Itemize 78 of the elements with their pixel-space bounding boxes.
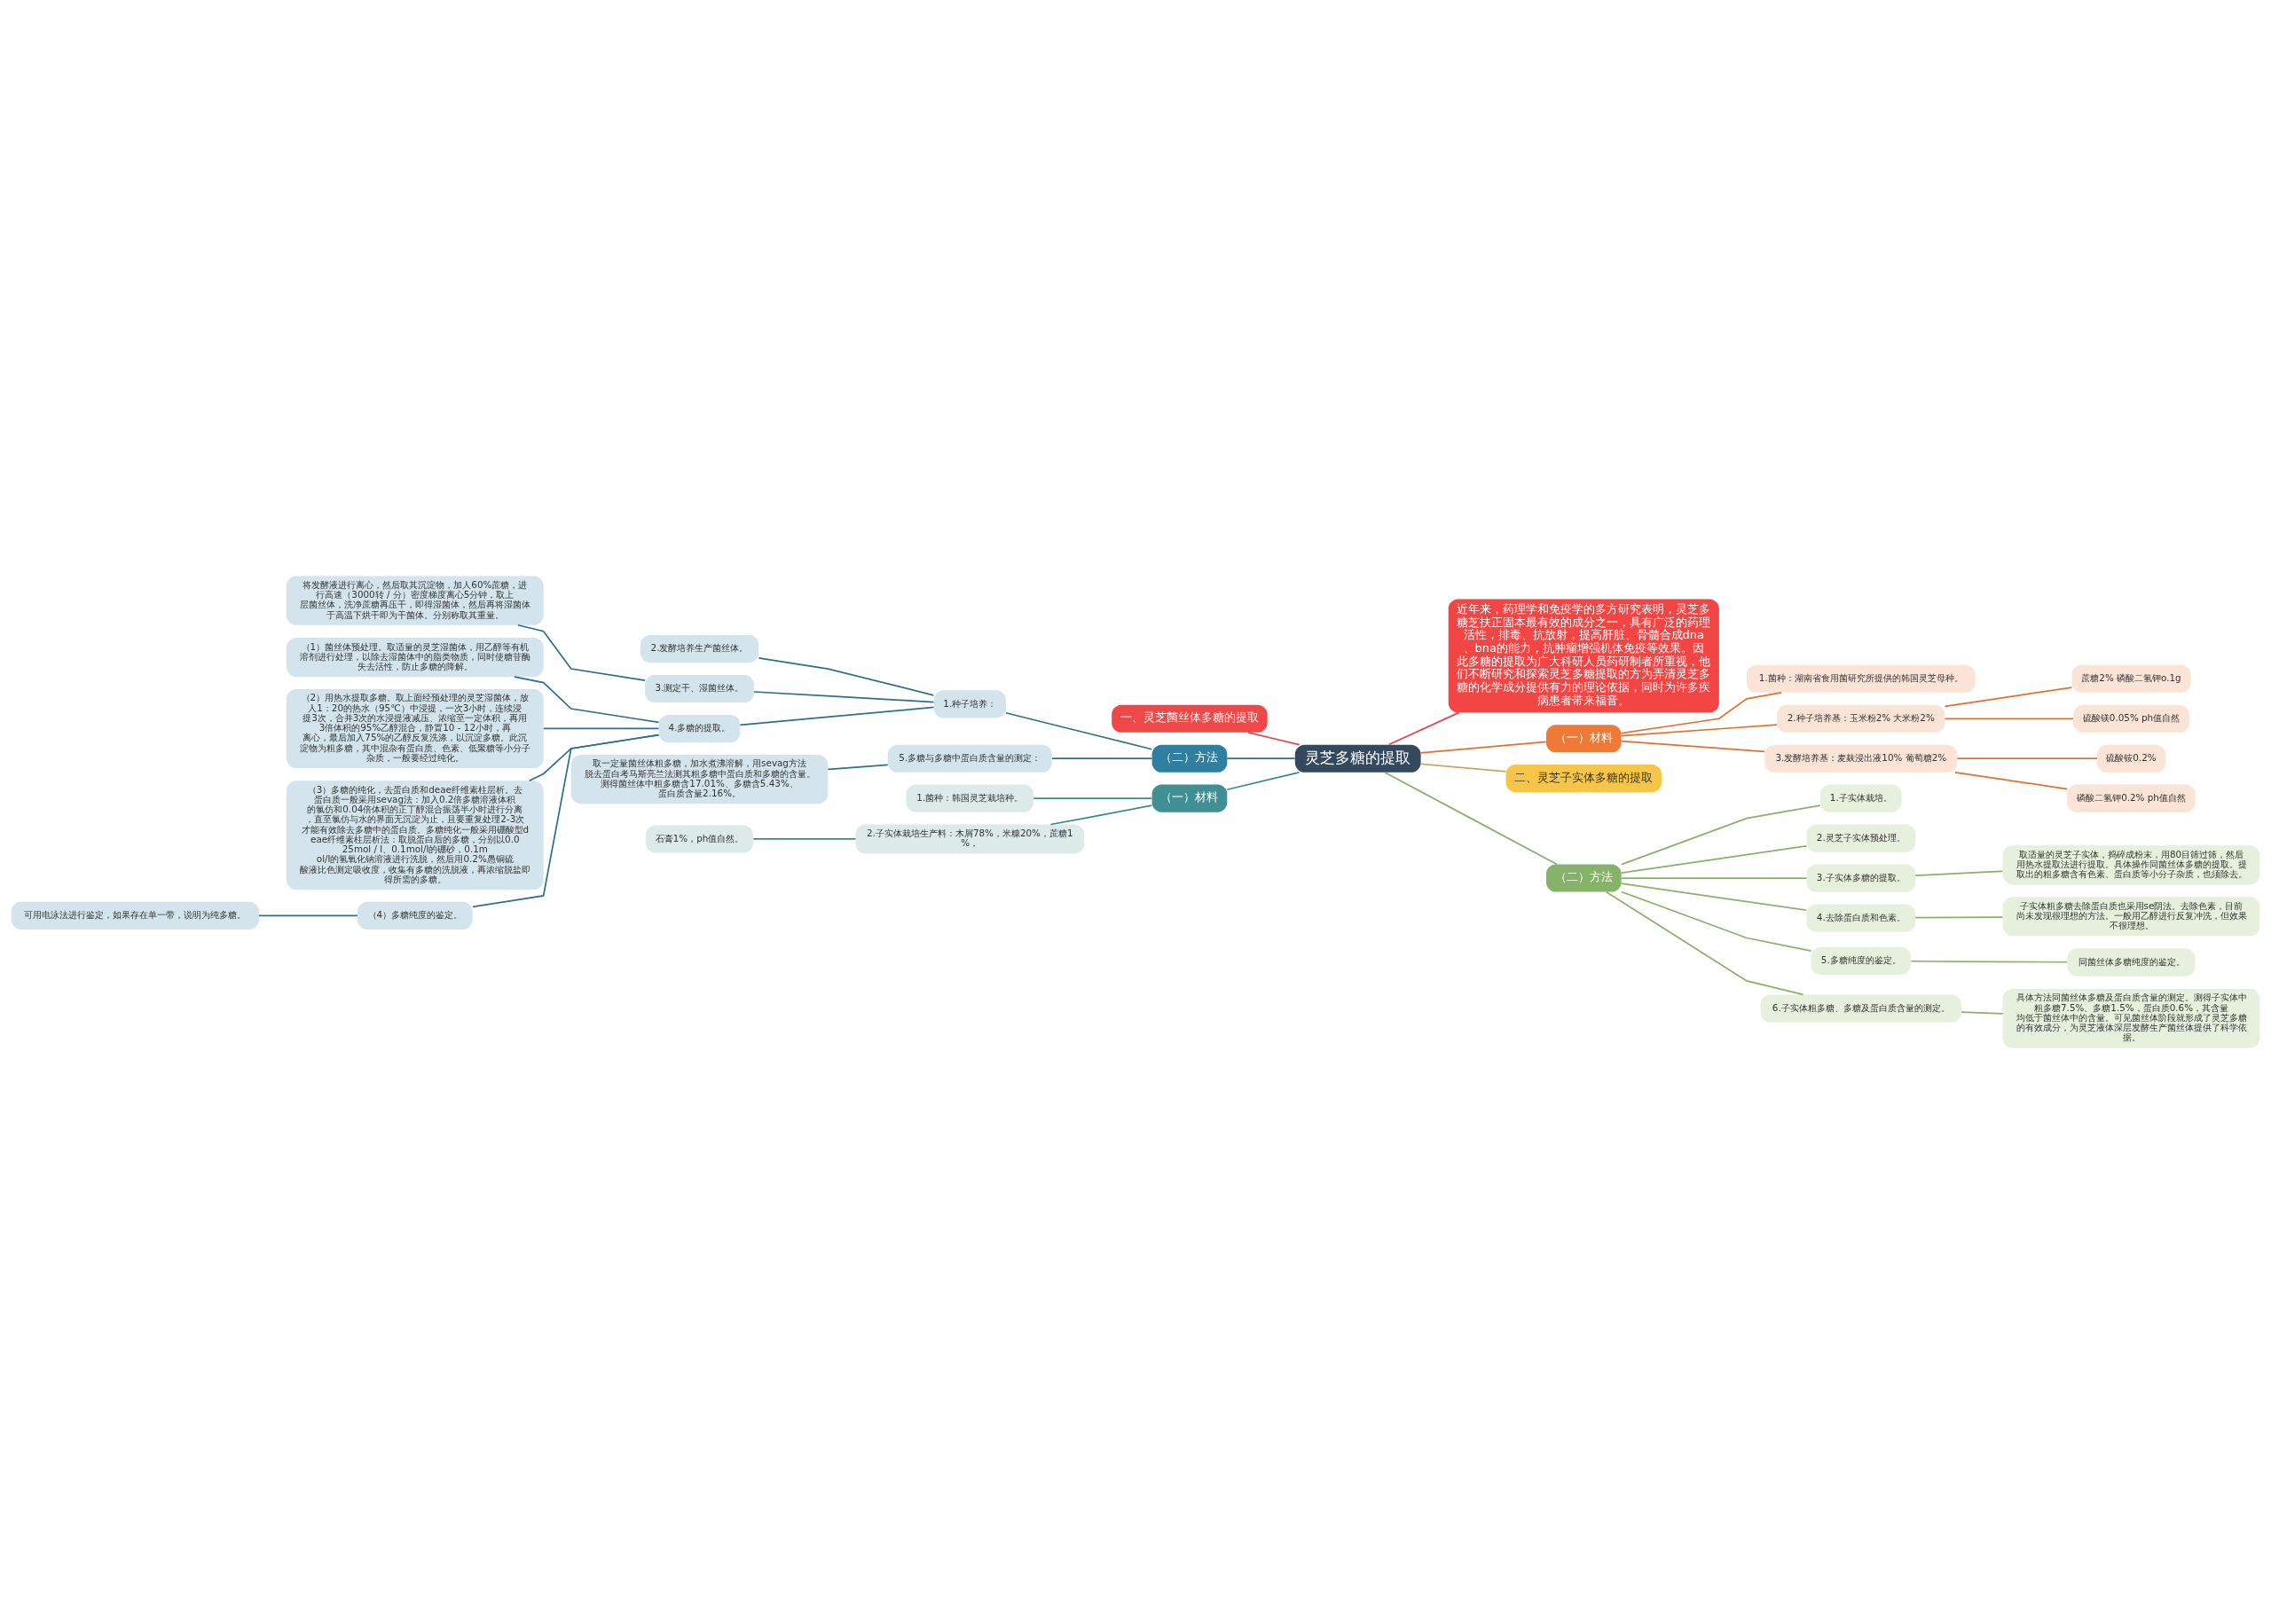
node-box: 一、灵芝菌丝体多糖的提取: [1112, 704, 1268, 733]
connector: [1226, 771, 1301, 791]
node-box: （4）多糖纯度的鉴定。: [358, 901, 473, 930]
node-box: 5.多糖与多糖中蛋白质含量的测定：: [887, 744, 1052, 773]
connector: [1419, 763, 1507, 773]
connector: [1387, 711, 1460, 746]
connector: [1621, 804, 1821, 866]
connector: [1605, 890, 1804, 996]
connector: [1944, 718, 2074, 720]
node-box: 2.发酵培养生产菌丝体。: [640, 635, 759, 663]
node-box: 二、灵芝子实体多糖的提取: [1505, 765, 1662, 793]
node-box: 蔗糖2% 磷酸二氢钾o.1g: [2071, 664, 2191, 693]
node-box: 3.子实体多糖的提取。: [1806, 864, 1916, 892]
node-box: 2.种子培养基：玉米粉2% 大米粉2%: [1777, 704, 1945, 733]
node-box: 6.子实体粗多糖、多糖及蛋白质含量的测定。: [1760, 994, 1962, 1023]
connector: [1620, 883, 1808, 912]
node-box: 近年来，药理学和免疫学的多方研究表明，灵芝多糖芝扶正固本最有效的成分之一，具有广泛的药理活性，排毒、抗放射，提高肝脏、骨髓合成dna、bna的能力，抗肿瘤增强机体免疫等效果。因此多糖的提取为广大科研人员药研制者所重视，他们不断研究和探索灵芝多糖提取的方为弄清灵芝多糖的化学成分提供有力的理论依据，同时为许多疾病患者带来福音。: [1448, 599, 1719, 713]
connector: [758, 657, 935, 696]
connector: [1005, 711, 1153, 750]
connector: [739, 706, 935, 726]
node-box: 子实体粗多糖去除蛋白质也采用se阴法。去除色素，目前尚未发现很理想的方法。一般用乙醇进行反复冲洗，但效果不很理想。: [2002, 897, 2260, 937]
node-box: （2）用热水提取多糖。取上面经预处理的灵芝湿菌体，放人1：20的热水（95℃）中浸提，一次3小时，连续浸提3次，合并3次的水浸提液减压、浓缩至一定体积，再用3倍体积的95%乙醇混合，静置10 - 12小时，再离心，最后加入75%的乙醇反复洗涤，以沉淀多糖。此沉淀物为粗多糖，其中混杂有蛋白质、色素、低聚糖等小分子杂质，一般要经过纯化。: [287, 688, 544, 768]
connector: [514, 676, 660, 724]
node-box: 石膏1%，ph值自然。: [646, 825, 754, 853]
connector: [1051, 757, 1153, 760]
connector: [258, 914, 358, 917]
connector: [1953, 771, 2069, 790]
node-box: （二）方法: [1151, 744, 1228, 773]
node-box: 硫酸镁0.05% ph值自然: [2073, 704, 2189, 733]
node-box: 1.菌种：韩国灵芝栽培种。: [906, 784, 1033, 812]
connector: [1226, 757, 1296, 760]
connector: [1620, 877, 1808, 879]
node-box: 硫酸铵0.2%: [2097, 744, 2165, 773]
node-box: （一）材料: [1151, 784, 1228, 812]
connector: [1944, 686, 2073, 708]
node-box: （3）多糖的纯化，去蛋白质和deae纤维素柱层析。去蛋白质一般采用sevag法：加入0.2倍多糖溶液体积的氯仿和0.04倍体积的正丁醇混合振荡半小时进行分离，直至氯仿与水的界面无沉淀为止，且要重复处理2-3次才能有效除去多糖中的蛋白质。多糖纯化一般采用硼酸型deae纤维素柱层析法：取脱蛋白后的多糖，分别以0.025mol / l、0.1mol/l的硼砂，0.1mol/l的氢氧化钠溶液进行洗脱，然后用0.2%愚铜硫酸液比色测定吸收度，收集有多糖的洗脱液，再浓缩脱盐即得所需的多糖。: [287, 781, 544, 890]
connector: [1910, 960, 2068, 963]
node-box: 5.多糖纯度的鉴定。: [1811, 946, 1911, 975]
connector: [1620, 845, 1808, 874]
node-box: 具体方法同菌丝体多糖及蛋白质含量的测定。测得子实体中粗多糖7.5%、多糖1.5%，蛋白质0.6%，其含量均低于菌丝体中的含量。可见菌丝体阶段就形成了灵芝多糖的有效成分，为灵芝液体深层发酵生产菌丝体提供了科学依据。: [2002, 989, 2260, 1048]
node-box: 3.发酵培养基：麦麸浸出液10% 葡萄糖2%: [1764, 744, 1958, 773]
connector: [472, 734, 660, 908]
node-box: 2.子实体栽培生产料：木屑78%，米糠20%，蔗糖1%，: [855, 824, 1085, 854]
connector: [1049, 804, 1153, 826]
node-box: 4.多糖的提取。: [658, 714, 741, 743]
connector: [1961, 1011, 2004, 1015]
connector: [1956, 757, 2098, 760]
node-box: 1.种子培养：: [933, 690, 1006, 718]
node-box: 1.子实体栽培。: [1820, 784, 1902, 812]
node-box: 可用电泳法进行鉴定，如果存在单一带，说明为纯多糖。: [11, 901, 259, 930]
connector: [1620, 740, 1765, 753]
node-box: 4.去除蛋白质和色素。: [1806, 904, 1916, 932]
node-box: 2.灵芝子实体预处理。: [1806, 824, 1916, 852]
connector: [753, 691, 935, 703]
node-box: 取适量的灵芝子实体，捣碎成粉末，用80目筛过筛，然后用热水提取法进行提取。具体操作同菌丝体多糖的提取。提取出的粗多糖含有色素、蛋白质等小分子杂质，也须除去。: [2002, 845, 2260, 885]
connector: [1419, 741, 1547, 754]
connector: [1621, 890, 1812, 953]
connector: [542, 727, 660, 730]
node-box: （二）方法: [1545, 864, 1622, 892]
connector: [1247, 732, 1301, 746]
node-box: 灵芝多糖的提取: [1294, 744, 1421, 773]
node-box: 3.测定干、湿菌丝体。: [645, 675, 754, 703]
connector: [752, 838, 857, 840]
node-box: 1.菌种：湖南省食用菌研究所提供的韩国灵芝母种。: [1747, 664, 1976, 693]
connector: [1621, 692, 1782, 734]
connector: [1383, 771, 1558, 866]
node-box: （一）材料: [1545, 725, 1622, 753]
connector: [1914, 916, 2004, 919]
node-box: 磷酸二氢钾0.2% ph值自然: [2067, 784, 2196, 812]
connector: [1620, 724, 1778, 737]
node-box: （1）菌丝体预处理。取适量的灵芝湿菌体，用乙醇等有机溶剂进行处理，以除去湿菌体中的脂类物质，同时使糖苷酶失去活性，防止多糖的降解。: [287, 638, 544, 678]
connector: [517, 624, 646, 681]
node-box: 将发酵液进行离心，然后取其沉淀物，加人60%蔗糖，进行高速（3000转 / 分）密度梯度离心5分钟，取上层菌丝体，洗净蔗糖再压干，即得湿菌体，然后再将湿菌体于高温下烘干即为干菌体。分别称取其重量。: [287, 576, 544, 625]
connector: [1914, 870, 2004, 876]
connector: [827, 764, 889, 771]
connector: [1033, 797, 1153, 800]
node-box: 取一定量菌丝体粗多糖，加水煮沸溶解，用sevag方法脱去蛋白考马斯亮兰法测其粗多糖中蛋白质和多糖的含量。测得菌丝体中粗多糖含17.01%、多糖含5.43%、蛋白质含量2.16%。: [570, 754, 829, 804]
node-box: 同菌丝体多糖纯度的鉴定。: [2067, 948, 2196, 977]
